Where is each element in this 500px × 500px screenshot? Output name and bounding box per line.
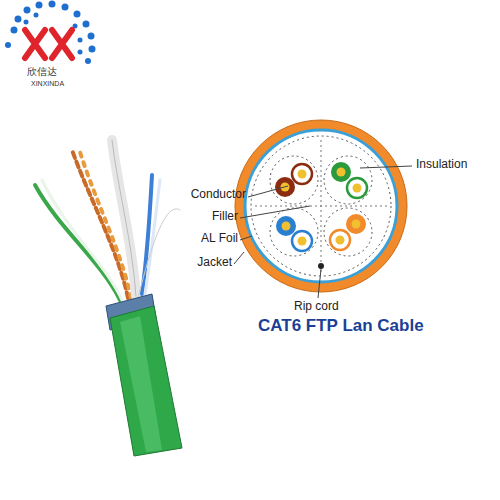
part-label: Rip cord [294,300,339,313]
caption: CAT6 FTP Lan Cable [258,317,424,336]
part-label: AL Foil [201,232,238,245]
part-label: Jacket [197,256,232,269]
jacket-highlight [120,316,162,452]
part-label: Insulation [416,158,467,171]
leader-lines [234,166,412,298]
logo-dots [5,1,96,65]
logo-mark [25,30,72,58]
brand-name: XINXINDA [31,80,64,88]
part-label: Conductor [191,188,246,201]
twisted-pairs [35,140,180,300]
cross-section [235,120,407,292]
brand-chinese: 欣信达 [27,66,57,77]
cable-jacket [110,306,182,456]
part-label: Filler [212,210,238,223]
